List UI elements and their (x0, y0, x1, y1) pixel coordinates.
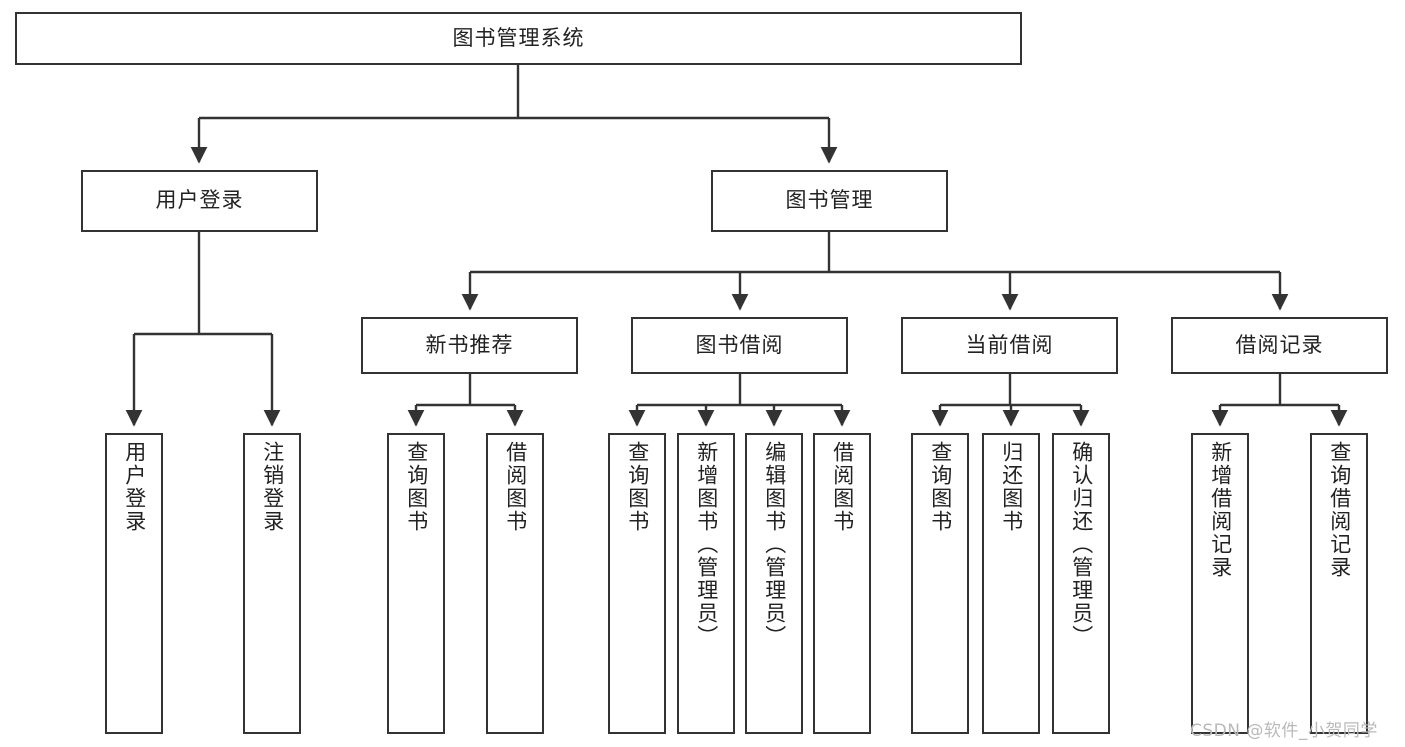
leaf-query-book-rec[interactable]: 查询图书 (387, 433, 445, 734)
node-current-borrow[interactable]: 当前借阅 (901, 317, 1118, 374)
leaf-query-book-cur[interactable]: 查询图书 (911, 433, 969, 734)
leaf-query-book[interactable]: 查询图书 (608, 433, 666, 734)
node-book-borrow-label: 图书借阅 (695, 332, 784, 357)
leaf-confirm-return-label: 确认归还（管理员） (1069, 441, 1094, 648)
csdn-watermark: CSDN @软件_小贺同学 (1190, 721, 1378, 741)
leaf-logout-label: 注销登录 (260, 441, 285, 533)
node-book-manage-label: 图书管理 (785, 188, 874, 213)
leaf-add-book[interactable]: 新增图书（管理员） (677, 433, 735, 734)
leaf-borrow-book[interactable]: 借阅图书 (813, 433, 871, 734)
leaf-borrow-book-rec[interactable]: 借阅图书 (486, 433, 544, 734)
node-new-book-rec-label: 新书推荐 (425, 332, 514, 357)
node-book-borrow[interactable]: 图书借阅 (631, 317, 848, 374)
leaf-add-record-label: 新增借阅记录 (1208, 441, 1233, 579)
leaf-edit-book[interactable]: 编辑图书（管理员） (745, 433, 803, 734)
node-root[interactable]: 图书管理系统 (15, 12, 1022, 65)
leaf-logout[interactable]: 注销登录 (243, 433, 301, 734)
leaf-add-record[interactable]: 新增借阅记录 (1191, 433, 1249, 734)
node-new-book-rec[interactable]: 新书推荐 (361, 317, 578, 374)
leaf-confirm-return[interactable]: 确认归还（管理员） (1052, 433, 1110, 734)
leaf-return-book[interactable]: 归还图书 (982, 433, 1040, 734)
leaf-borrow-book-rec-label: 借阅图书 (503, 441, 528, 533)
leaf-query-record[interactable]: 查询借阅记录 (1310, 433, 1368, 734)
node-user-login[interactable]: 用户登录 (81, 170, 318, 232)
node-current-borrow-label: 当前借阅 (965, 332, 1054, 357)
leaf-query-book-cur-label: 查询图书 (928, 441, 953, 533)
leaf-user-login[interactable]: 用户登录 (105, 433, 163, 734)
node-borrow-record-label: 借阅记录 (1235, 332, 1324, 357)
leaf-edit-book-label: 编辑图书（管理员） (762, 441, 787, 648)
leaf-query-book-rec-label: 查询图书 (404, 441, 429, 533)
node-root-label: 图书管理系统 (452, 25, 585, 50)
node-user-login-label: 用户登录 (155, 188, 244, 213)
leaf-return-book-label: 归还图书 (999, 441, 1024, 533)
node-book-manage[interactable]: 图书管理 (711, 170, 948, 232)
leaf-query-book-label: 查询图书 (625, 441, 650, 533)
leaf-borrow-book-label: 借阅图书 (830, 441, 855, 533)
leaf-user-login-label: 用户登录 (122, 441, 147, 533)
leaf-add-book-label: 新增图书（管理员） (694, 441, 719, 648)
node-borrow-record[interactable]: 借阅记录 (1171, 317, 1388, 374)
leaf-query-record-label: 查询借阅记录 (1327, 441, 1352, 579)
